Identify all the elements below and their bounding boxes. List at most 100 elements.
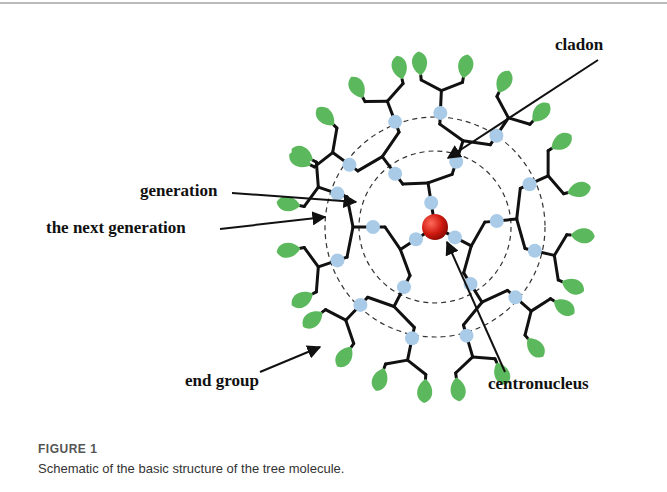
branch-line xyxy=(386,360,408,364)
branch-line xyxy=(363,98,365,102)
annotation-label: the next generation xyxy=(46,219,186,238)
branch-line xyxy=(567,233,571,236)
end-group-drop xyxy=(522,334,549,362)
figure-caption: Schematic of the basic structure of the … xyxy=(38,461,344,476)
branch-unit xyxy=(342,158,356,172)
branch-line xyxy=(419,76,422,80)
annotation-label: generation xyxy=(140,182,217,201)
branch-line xyxy=(382,157,403,184)
branch-line xyxy=(384,364,385,368)
branch-line xyxy=(311,165,315,167)
branch-line xyxy=(497,93,499,97)
end-group-drop xyxy=(570,227,595,243)
branch-line xyxy=(517,219,525,248)
branch-line xyxy=(441,82,462,90)
figure-number: FIGURE 1 xyxy=(38,442,97,456)
end-group-drop xyxy=(299,306,327,332)
branch-line xyxy=(424,374,427,378)
branch-line xyxy=(421,80,441,91)
branch-unit xyxy=(330,253,344,267)
end-group-drop xyxy=(390,54,410,81)
dendrimer-branches xyxy=(275,51,595,403)
branch-unit xyxy=(528,244,542,258)
end-group-drop xyxy=(331,343,357,371)
branch-line xyxy=(401,79,405,83)
branch-line xyxy=(408,360,426,374)
branch-line xyxy=(497,96,508,117)
branch-line xyxy=(530,121,533,124)
branch-line xyxy=(365,100,387,103)
branch-line xyxy=(368,297,394,306)
branch-line xyxy=(495,359,497,363)
end-group-drop xyxy=(550,294,578,319)
branch-line xyxy=(358,157,382,171)
branch-line xyxy=(554,235,566,256)
branch-unit xyxy=(405,331,419,345)
branch-unit xyxy=(424,196,438,210)
branch-line xyxy=(463,141,490,145)
branch-line xyxy=(326,310,346,321)
leader-arrow xyxy=(220,217,325,229)
branch-line xyxy=(428,174,452,183)
end-group-drop xyxy=(417,378,434,403)
branch-line xyxy=(382,132,399,156)
branch-unit xyxy=(490,214,504,228)
branch-unit xyxy=(489,129,503,143)
branch-unit xyxy=(397,280,411,294)
branch-unit xyxy=(330,187,344,201)
branch-unit xyxy=(353,298,367,312)
branch-line xyxy=(471,222,485,246)
branch-line xyxy=(440,124,463,141)
branch-line xyxy=(300,246,304,250)
branch-unit xyxy=(460,329,474,343)
branch-line xyxy=(490,118,508,145)
branch-unit xyxy=(448,230,462,244)
branch-unit xyxy=(388,115,402,129)
branch-line xyxy=(394,307,414,328)
branch-line xyxy=(507,290,531,311)
leader-arrow xyxy=(260,347,320,372)
branch-unit xyxy=(523,177,537,191)
branch-line xyxy=(346,320,354,343)
branch-unit xyxy=(508,290,522,304)
branch-line xyxy=(322,310,325,313)
branch-line xyxy=(387,84,403,102)
branch-line xyxy=(394,275,410,306)
end-group-drop xyxy=(288,287,316,312)
branch-line xyxy=(547,151,550,176)
branch-line xyxy=(482,290,507,302)
branch-line xyxy=(550,299,553,301)
branch-line xyxy=(548,149,551,151)
branch-line xyxy=(454,373,458,377)
branch-line xyxy=(313,292,317,294)
leader-arrow xyxy=(232,193,356,202)
leader-arrow xyxy=(447,242,505,372)
branch-line xyxy=(464,246,472,273)
end-group-drop xyxy=(559,275,587,298)
end-group-drop xyxy=(411,51,428,76)
annotation-label: cladon xyxy=(555,36,603,55)
end-group-drop xyxy=(449,376,467,402)
annotation-label: end group xyxy=(185,372,259,391)
branch-line xyxy=(347,227,353,257)
branch-unit xyxy=(366,220,380,234)
branch-line xyxy=(558,280,562,282)
branch-line xyxy=(385,227,400,249)
end-group-drop xyxy=(369,366,391,394)
branch-line xyxy=(531,299,550,311)
end-group-drop xyxy=(547,129,575,155)
branch-line xyxy=(333,128,337,153)
branch-line xyxy=(508,118,530,124)
branch-line xyxy=(517,188,521,219)
core-sphere xyxy=(422,214,448,240)
branch-line xyxy=(403,183,428,184)
branch-line xyxy=(300,204,304,208)
branch-unit xyxy=(433,106,447,120)
branch-line xyxy=(461,78,465,82)
branch-line xyxy=(316,162,318,187)
next-generation-ring xyxy=(325,117,545,337)
branch-line xyxy=(351,343,353,347)
branch-line xyxy=(525,335,528,338)
end-group-drop xyxy=(288,142,316,167)
